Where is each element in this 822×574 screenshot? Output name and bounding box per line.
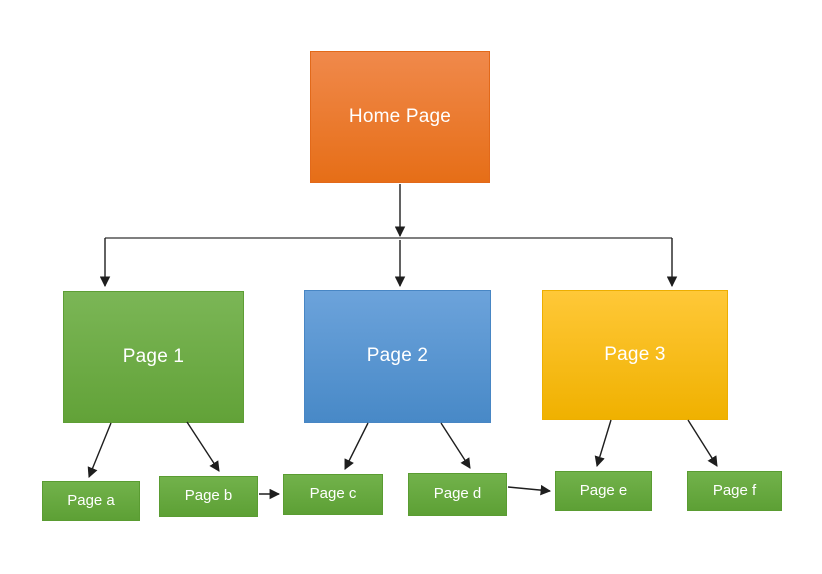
- node-page-1-label: Page 1: [122, 345, 185, 367]
- node-page-b: Page b: [159, 476, 258, 517]
- node-page-3-label: Page 3: [604, 343, 666, 365]
- node-home-page-label: Home Page: [348, 105, 452, 127]
- node-page-f: Page f: [687, 471, 782, 511]
- node-home-page: Home Page: [310, 51, 490, 183]
- node-page-a-label: Page a: [67, 491, 115, 509]
- edge-page2-to-page-c: [344, 422, 369, 470]
- edge-page2-to-page-d: [440, 422, 471, 469]
- node-page-e: Page e: [555, 471, 652, 511]
- node-page-d-label: Page d: [433, 485, 482, 503]
- node-page-e-label: Page e: [579, 481, 628, 499]
- edge-page3-to-page-f: [687, 419, 718, 467]
- edge-page3-to-page-e: [594, 419, 612, 468]
- node-page-c-label: Page c: [309, 485, 357, 503]
- edge-page1-to-page-a: [87, 422, 112, 478]
- node-page-a: Page a: [42, 481, 140, 521]
- node-page-1: Page 1: [63, 291, 244, 423]
- node-page-d: Page d: [408, 473, 507, 516]
- edge-page-d-to-page-e: [507, 484, 552, 496]
- node-page-2-label: Page 2: [366, 345, 429, 367]
- node-page-c: Page c: [283, 474, 383, 515]
- node-page-f-label: Page f: [712, 481, 757, 499]
- edge-page1-to-page-b: [186, 421, 220, 472]
- node-page-b-label: Page b: [184, 487, 233, 505]
- node-page-2: Page 2: [304, 290, 491, 423]
- node-page-3: Page 3: [542, 290, 728, 420]
